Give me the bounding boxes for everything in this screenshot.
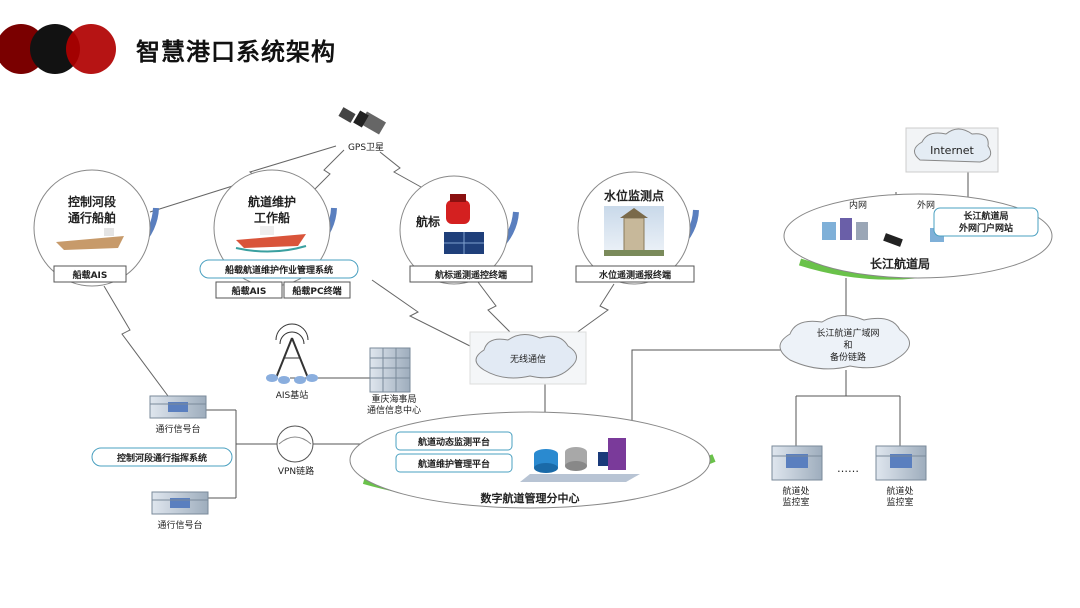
bureau-outer: 外网 [917, 199, 935, 211]
server-icon [822, 218, 944, 247]
ais-station-label: AIS基站 [276, 389, 309, 401]
monitor-ellipsis: …… [837, 462, 859, 475]
signal-top-label: 通行信号台 [155, 423, 200, 435]
page-title: 智慧港口系统架构 [136, 38, 336, 66]
building-icon [875, 445, 927, 481]
antenna-tower-icon [266, 323, 318, 384]
wan-label-3: 备份链路 [830, 351, 866, 363]
command-system-label: 控制河段通行指挥系统 [117, 452, 207, 464]
ship-control-title-1: 控制河段 [68, 194, 117, 209]
maritime-label-1: 重庆海事局 [371, 393, 416, 405]
node-maintenance-ship: 航道维护 工作船 船载航道维护作业管理系统 船载AIS 船载PC终端 [199, 169, 359, 299]
node-control-ship: 控制河段 通行船舶 船载AIS [33, 169, 159, 287]
gauge-station-icon [604, 206, 664, 256]
title-bar: 智慧港口系统架构 [0, 0, 1080, 100]
ship-maint-ais: 船载AIS [232, 285, 267, 297]
node-water-level: 水位监测点 水位遥测遥报终端 [575, 171, 699, 285]
beacon-icon [444, 194, 484, 254]
wireless-cloud: 无线通信 [469, 331, 587, 385]
signal-station-top: 通行信号台 [149, 395, 207, 435]
ship-maint-title-2: 工作船 [254, 210, 290, 225]
node-management-center: 航道动态监测平台 航道维护管理平台 数字航道管理分中心 [349, 411, 716, 509]
platform-monitoring: 航道动态监测平台 [418, 436, 490, 448]
water-title: 水位监测点 [604, 188, 664, 203]
maritime-center: 重庆海事局 通信信息中心 [367, 347, 421, 416]
bureau-inner: 内网 [849, 199, 867, 211]
signal-bottom-label: 通行信号台 [157, 519, 202, 531]
monitor-left-1: 航道处 [782, 485, 809, 497]
bureau-portal-1: 长江航道局 [963, 210, 1008, 222]
beacon-title: 航标 [416, 214, 440, 229]
signal-station-bottom: 通行信号台 [151, 491, 209, 531]
workboat-icon [235, 226, 307, 253]
gps-label: GPS卫星 [348, 142, 384, 153]
monitor-right-1: 航道处 [886, 485, 913, 497]
ship-maint-title-1: 航道维护 [248, 194, 296, 209]
wireless-label: 无线通信 [510, 353, 546, 365]
center-name: 数字航道管理分中心 [481, 491, 580, 505]
internet-label: Internet [930, 144, 974, 157]
building-icon [149, 395, 207, 419]
building-icon [771, 445, 823, 481]
node-bureau: 内网 外网 长江航道局 外网门户网站 长江航道局 [783, 193, 1053, 280]
monitor-room-right: 航道处 监控室 [875, 445, 927, 508]
building-icon [151, 491, 209, 515]
satellite-icon: GPS卫星 [338, 107, 387, 153]
ship-icon [56, 228, 124, 250]
vpn-label: VPN链路 [278, 465, 314, 477]
water-terminal: 水位遥测遥报终端 [599, 269, 671, 281]
ship-control-ais: 船载AIS [73, 269, 108, 281]
node-beacon: 航标 航标遥测遥控终端 [399, 175, 533, 285]
ship-maint-pc: 船载PC终端 [292, 285, 341, 297]
vpn-link: VPN链路 [276, 425, 314, 477]
beacon-terminal: 航标遥测遥控终端 [435, 269, 507, 281]
ship-maint-system: 船载航道维护作业管理系统 [225, 264, 333, 276]
command-system: 控制河段通行指挥系统 [91, 447, 233, 467]
internet-cloud: Internet [905, 127, 999, 173]
building-icon [369, 347, 411, 393]
monitor-room-left: 航道处 监控室 [771, 445, 823, 508]
wan-label-2: 和 [843, 340, 852, 351]
platform-maintenance: 航道维护管理平台 [418, 458, 490, 470]
decor-circle [66, 24, 116, 74]
monitor-left-2: 监控室 [782, 496, 809, 508]
wan-cloud: 长江航道广域网 和 备份链路 [779, 315, 910, 370]
ship-control-title-2: 通行船舶 [68, 210, 116, 225]
bureau-name: 长江航道局 [870, 256, 930, 271]
monitor-right-2: 监控室 [886, 496, 913, 508]
maritime-label-2: 通信信息中心 [367, 404, 421, 416]
wan-label-1: 长江航道广域网 [816, 327, 879, 339]
server-icon [520, 438, 640, 482]
bureau-portal-2: 外网门户网站 [958, 222, 1013, 234]
ais-station: AIS基站 [266, 323, 318, 401]
